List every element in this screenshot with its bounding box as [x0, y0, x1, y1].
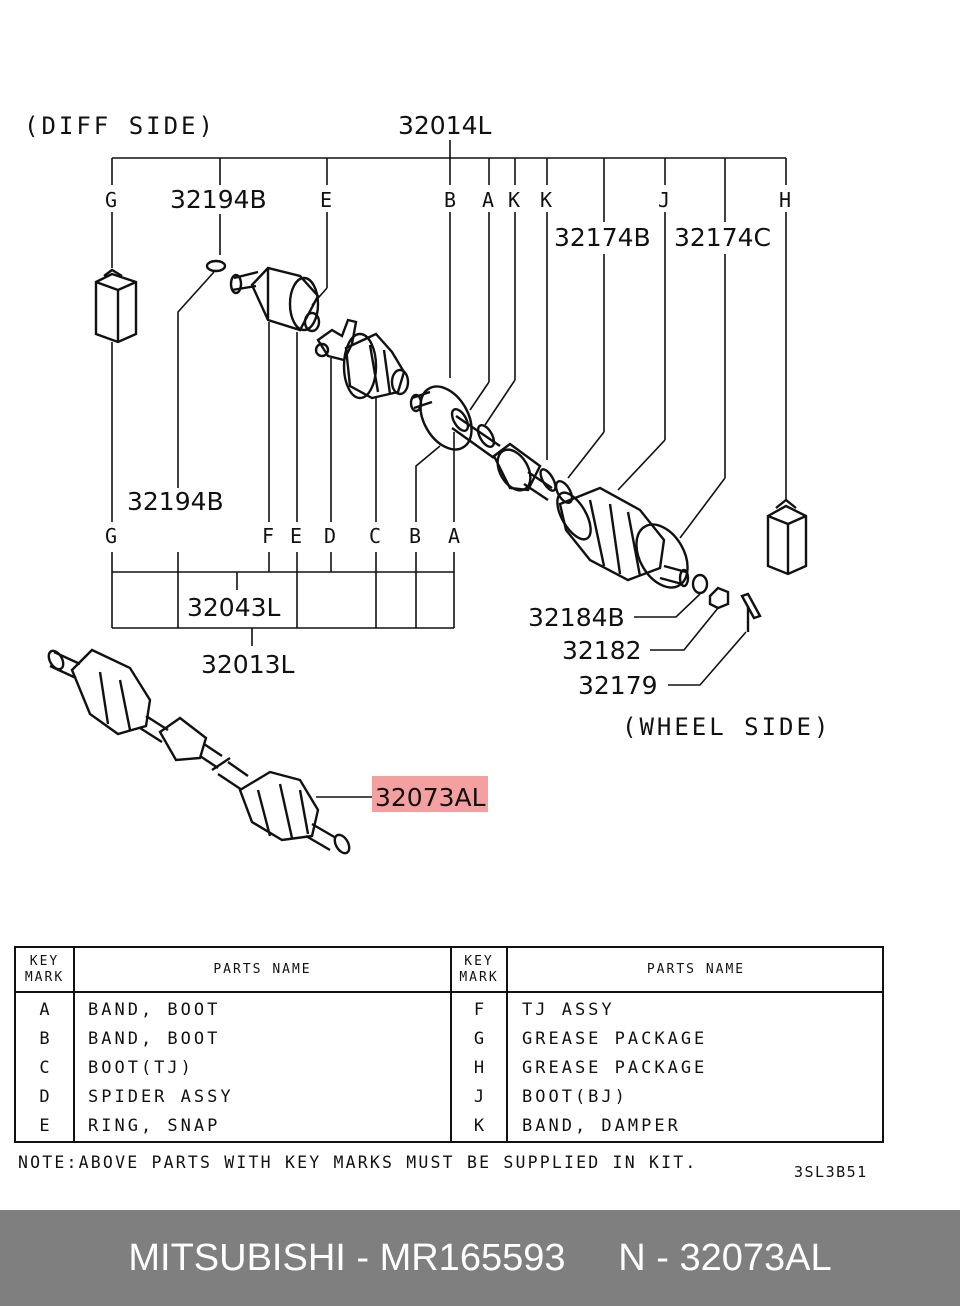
- row-part-name: SPIDER ASSY: [88, 1087, 234, 1107]
- bottom-key-f: F: [262, 524, 274, 548]
- row-mark: G: [473, 1029, 485, 1049]
- row-mark: C: [39, 1058, 50, 1078]
- top-key-a: A: [482, 188, 494, 212]
- top-key-h: H: [779, 188, 791, 212]
- grease-package-g-icon[interactable]: [94, 268, 138, 344]
- part-number-32182[interactable]: 32182: [562, 636, 642, 665]
- snap-ring-32194B-icon[interactable]: [205, 259, 227, 273]
- parts-key-table: KEY MARK PARTS NAME KEY MARK PARTS NAME …: [14, 946, 884, 1143]
- boot-tj-icon[interactable]: [342, 332, 410, 400]
- bottom-key-e: E: [290, 524, 302, 548]
- row-mark: A: [39, 1000, 50, 1020]
- drive-shaft-icon[interactable]: [451, 415, 575, 505]
- row-mark: B: [39, 1029, 50, 1049]
- cotter-pin-32179-icon[interactable]: [740, 592, 762, 632]
- spider-assy-icon[interactable]: [314, 318, 358, 362]
- table-divider: [506, 948, 508, 1141]
- boot-bj-icon[interactable]: [551, 486, 698, 596]
- top-key-b: B: [444, 188, 456, 212]
- row-part-name: BOOT(BJ): [522, 1087, 628, 1107]
- row-mark: J: [473, 1087, 485, 1107]
- row-part-name: TJ ASSY: [522, 1000, 615, 1020]
- row-part-name: GREASE PACKAGE: [522, 1058, 708, 1078]
- table-divider: [450, 948, 452, 1141]
- row-part-name: BAND, DAMPER: [522, 1116, 681, 1136]
- bracket-32043L-32013L: [111, 552, 455, 646]
- header-parts-name-right: PARTS NAME: [646, 961, 746, 977]
- top-key-e: E: [320, 188, 332, 212]
- part-number-32014L[interactable]: 32014L: [398, 111, 492, 140]
- part-number-32179[interactable]: 32179: [578, 671, 658, 700]
- row-part-name: BAND, BOOT: [88, 1029, 221, 1049]
- header-key-mark-left: KEY MARK: [24, 953, 65, 985]
- bracket-32014L: [111, 140, 787, 222]
- tj-assy-icon[interactable]: [229, 266, 320, 332]
- part-number-32073AL[interactable]: 32073AL: [375, 783, 486, 812]
- bottom-key-d: D: [324, 524, 336, 548]
- band-boot-a-icon[interactable]: [449, 407, 471, 434]
- top-key-k2: K: [540, 188, 552, 212]
- top-key-g: G: [105, 188, 117, 212]
- table-header-divider: [16, 991, 882, 993]
- table-divider: [73, 948, 75, 1141]
- row-mark: K: [473, 1116, 485, 1136]
- row-mark: D: [39, 1087, 50, 1107]
- part-number-32194B-mid[interactable]: 32194B: [127, 487, 224, 516]
- kit-note: NOTE:ABOVE PARTS WITH KEY MARKS MUST BE …: [18, 1153, 698, 1172]
- part-number-32174B[interactable]: 32174B: [554, 223, 651, 252]
- part-number-32174C[interactable]: 32174C: [674, 223, 771, 252]
- part-number-32013L[interactable]: 32013L: [201, 650, 295, 679]
- footer-part-reference: MITSUBISHI - MR165593 N - 32073AL: [128, 1236, 832, 1279]
- part-number-32043L[interactable]: 32043L: [187, 593, 281, 622]
- header-key-mark-right: KEY MARK: [459, 953, 499, 985]
- row-part-name: BOOT(TJ): [88, 1058, 194, 1078]
- label-backdrop-32043L: [184, 590, 292, 622]
- bottom-key-a: A: [448, 524, 460, 548]
- washer-32184B-icon[interactable]: [691, 573, 709, 595]
- row-mark: F: [473, 1000, 485, 1020]
- bottom-key-b: B: [409, 524, 421, 548]
- top-key-k1: K: [508, 188, 520, 212]
- row-part-name: RING, SNAP: [88, 1116, 221, 1136]
- wheel-side-label: (WHEEL SIDE): [622, 713, 831, 741]
- row-mark: H: [473, 1058, 485, 1078]
- row-part-name: BAND, BOOT: [88, 1000, 221, 1020]
- part-number-32194B-top[interactable]: 32194B: [170, 185, 267, 214]
- bottom-key-g: G: [105, 524, 117, 548]
- row-mark: E: [39, 1116, 50, 1136]
- diff-side-label: (DIFF SIDE): [24, 112, 216, 140]
- row-part-name: GREASE PACKAGE: [522, 1029, 708, 1049]
- drawing-code: 3SL3B51: [794, 1163, 868, 1181]
- part-number-32184B[interactable]: 32184B: [528, 603, 625, 632]
- ring-snap-e-icon[interactable]: [303, 311, 321, 333]
- nut-32182-icon[interactable]: [708, 586, 730, 610]
- assembled-drive-shaft-icon[interactable]: [46, 648, 352, 855]
- highlight-32073AL: [372, 776, 488, 812]
- header-parts-name-left: PARTS NAME: [213, 961, 312, 977]
- grease-package-h-icon[interactable]: [766, 498, 808, 576]
- bottom-leader-lines: [111, 271, 455, 522]
- top-leader-lines: [111, 212, 787, 539]
- footer-banner: MITSUBISHI - MR165593 N - 32073AL: [0, 1210, 960, 1306]
- bottom-key-c: C: [369, 524, 381, 548]
- top-key-j: J: [658, 188, 670, 212]
- band-boot-b-icon[interactable]: [409, 378, 482, 459]
- wheel-side-leaders: [634, 593, 747, 686]
- exploded-parts-diagram: (DIFF SIDE) (WHEEL SIDE) 32014L G E B A …: [24, 111, 831, 855]
